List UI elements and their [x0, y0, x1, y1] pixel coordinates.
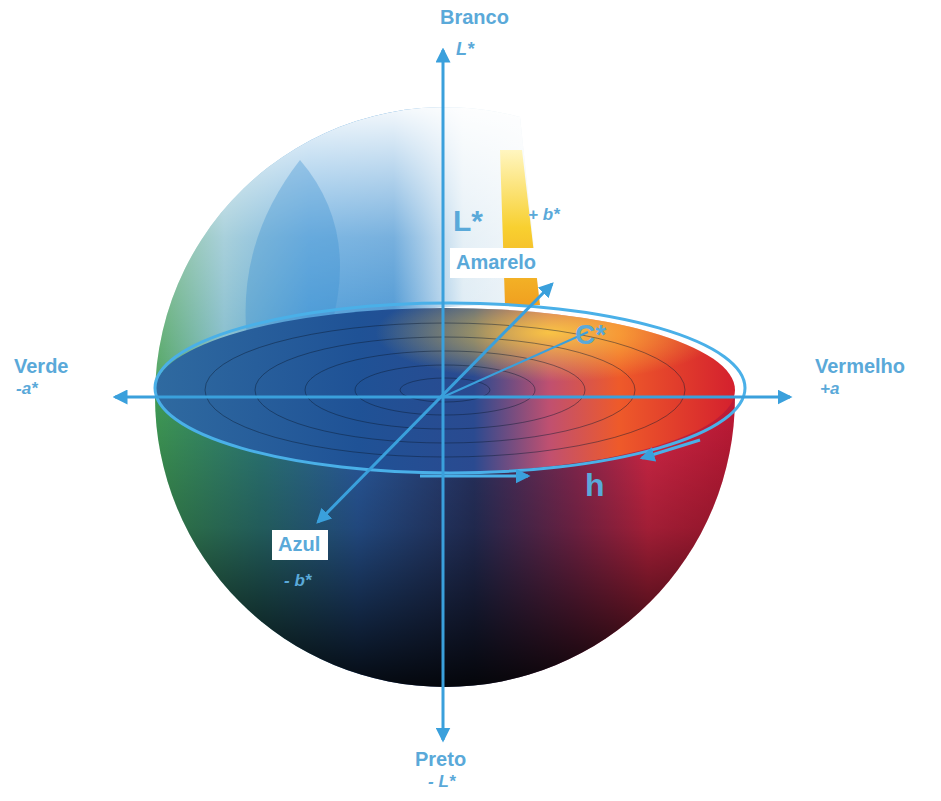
axis-end-label: Branco [440, 6, 509, 28]
axis-symbol: L* [456, 40, 474, 60]
axis-symbol: L* [453, 204, 483, 237]
color-label: Vermelho [815, 355, 905, 377]
color-label: Amarelo [450, 248, 544, 278]
axis-symbol: - b* [284, 572, 311, 591]
axis-symbol: +a [820, 380, 839, 399]
hue-symbol: h [585, 468, 605, 503]
color-label: Azul [272, 530, 328, 560]
chroma-symbol: C* [575, 320, 606, 351]
axis-symbol: + b* [528, 206, 560, 225]
color-label: Verde [14, 355, 68, 377]
axis-symbol: -a* [16, 380, 38, 399]
axis-end-label: Preto [415, 748, 466, 770]
axis-symbol: - L* [428, 773, 455, 792]
